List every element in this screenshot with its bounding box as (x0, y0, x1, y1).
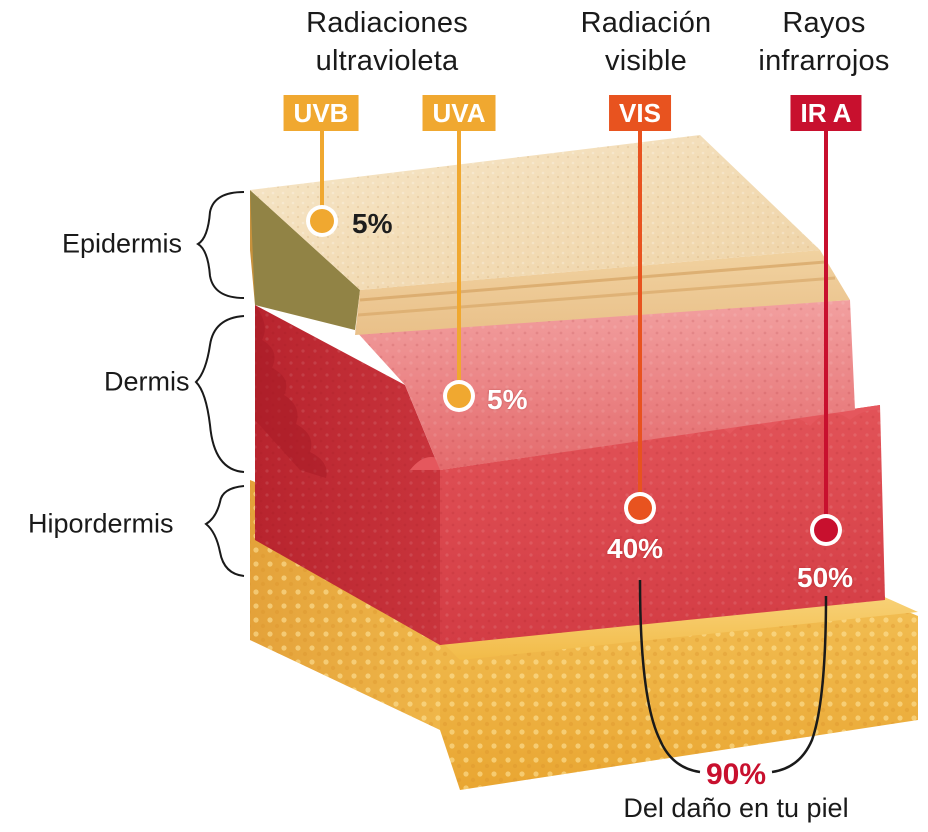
uvb-percent: 5% (352, 208, 392, 240)
ira-percent: 50% (797, 562, 853, 594)
uvb-badge: UVB (284, 95, 359, 131)
infrared-heading-line2: infrarrojos (758, 42, 889, 80)
dermis-label: Dermis (104, 367, 190, 398)
uvb-penetration-dot (310, 209, 334, 233)
infrared-heading: Rayos infrarrojos (758, 4, 889, 80)
visible-heading-line1: Radiación (581, 4, 712, 42)
combined-damage-bracket (640, 580, 826, 772)
uva-percent: 5% (487, 384, 527, 416)
total-damage-percent: 90% (706, 758, 766, 792)
uv-heading-line2: ultravioleta (306, 42, 468, 80)
hipodermis-label: Hipordermis (28, 509, 174, 540)
vis-percent: 40% (607, 533, 663, 565)
total-damage-caption: Del daño en tu piel (623, 793, 848, 824)
visible-heading: Radiación visible (581, 4, 712, 80)
infrared-heading-line1: Rayos (758, 4, 889, 42)
uva-penetration-dot (447, 384, 471, 408)
uv-heading: Radiaciones ultravioleta (306, 4, 468, 80)
ira-badge: IR A (790, 95, 861, 131)
ira-penetration-dot (814, 518, 838, 542)
epidermis-label: Epidermis (62, 229, 182, 260)
visible-heading-line2: visible (581, 42, 712, 80)
vis-badge: VIS (609, 95, 671, 131)
uv-heading-line1: Radiaciones (306, 4, 468, 42)
uva-badge: UVA (423, 95, 496, 131)
vis-penetration-dot (628, 496, 652, 520)
